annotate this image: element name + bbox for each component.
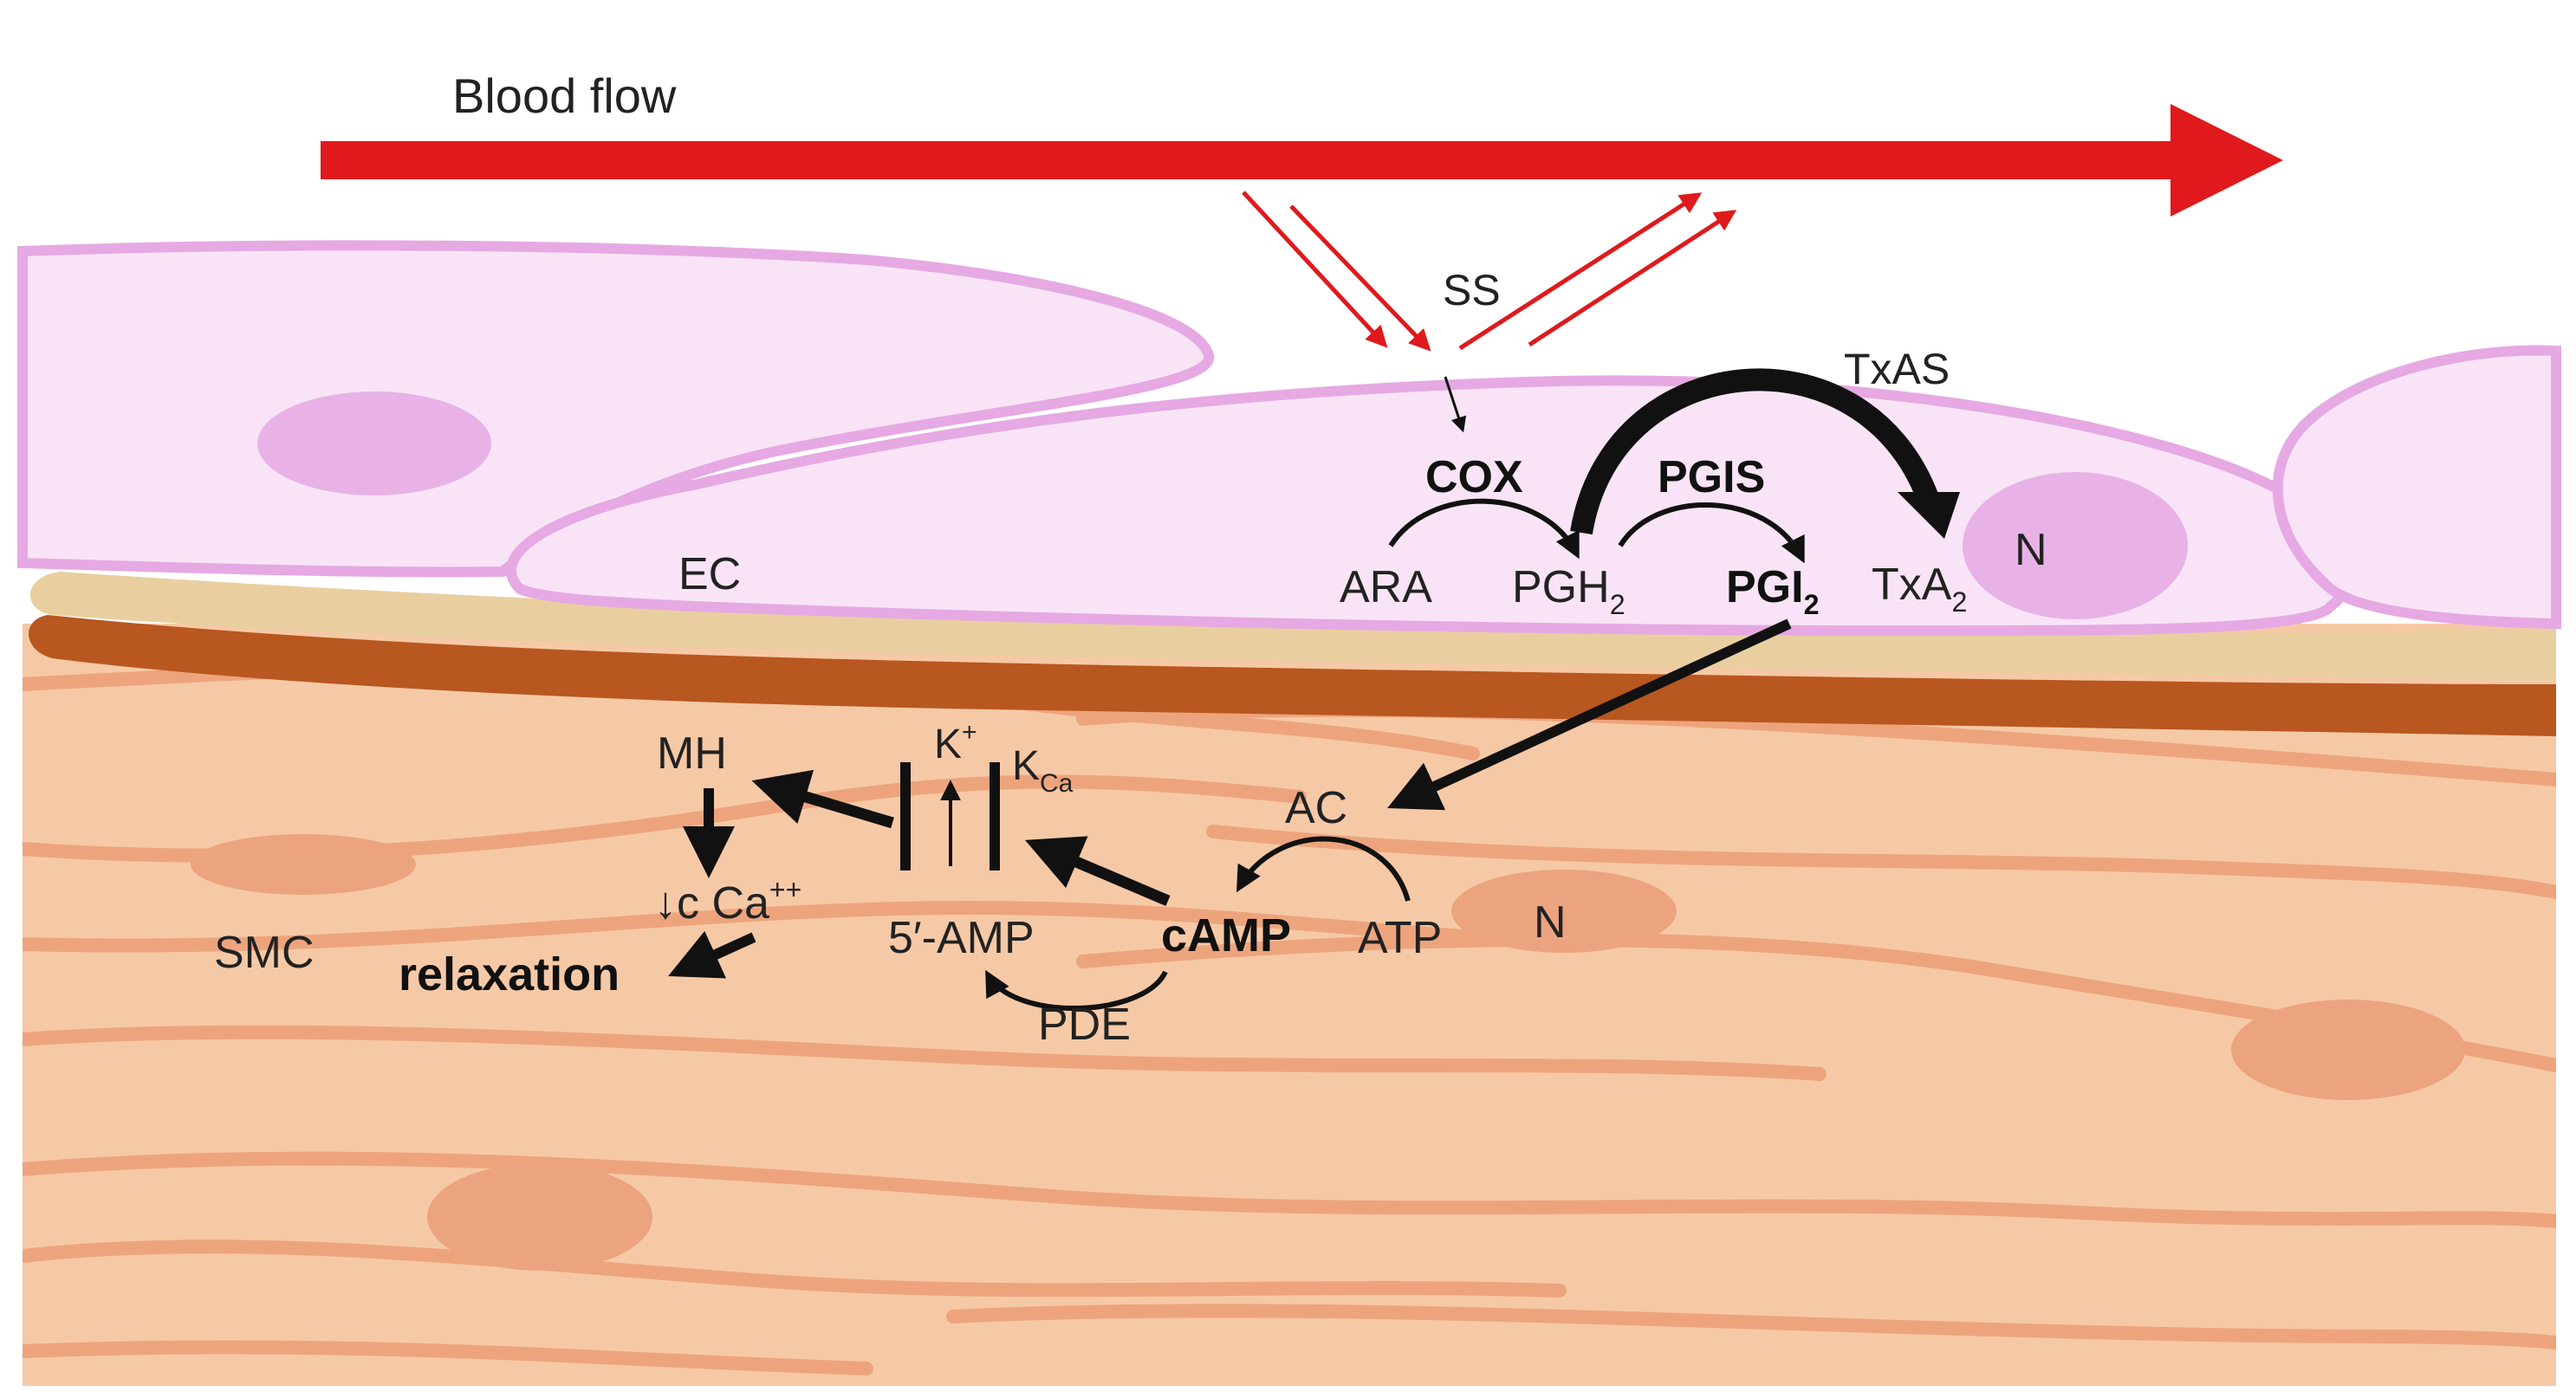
ac-label: AC — [1285, 783, 1347, 833]
blood-flow-label: Blood flow — [452, 68, 677, 123]
txas-arrow-head — [1898, 492, 1960, 539]
pgis-label: PGIS — [1658, 452, 1765, 502]
camp-label: cAMP — [1161, 909, 1291, 961]
pgis-arrow — [1618, 502, 1805, 564]
pde-arrow — [985, 969, 1168, 1012]
relaxation-label: relaxation — [399, 948, 620, 1000]
ca-label: ↓c Ca++ — [654, 874, 801, 929]
ec-label: EC — [678, 549, 741, 599]
ara-label: ARA — [1340, 562, 1432, 612]
elastic-lamina — [29, 615, 2557, 736]
kca-to-mh-arrow — [751, 769, 894, 829]
ec-nucleus-label: N — [2015, 525, 2047, 575]
smc-nucleus — [191, 834, 416, 895]
blood-flow-arrow-shaft — [321, 141, 2175, 179]
camp-to-kca-arrow — [1025, 836, 1171, 906]
txa2-label: TxA2 — [1872, 560, 1967, 618]
five-amp-label: 5′-AMP — [888, 913, 1035, 963]
blood-flow-arrow-head — [2170, 104, 2283, 217]
cox-label: COX — [1425, 452, 1523, 502]
smc-nucleus — [1451, 870, 1677, 953]
mh-label: MH — [657, 728, 727, 779]
k-ion-label: K+ — [934, 718, 977, 767]
txas-arrow — [1570, 368, 1939, 535]
ec-nucleus — [257, 392, 491, 495]
pgi2-label: PGI2 — [1726, 562, 1820, 620]
cox-arrow — [1388, 498, 1580, 560]
ss-label: SS — [1443, 266, 1501, 314]
endothelial-cell — [2272, 345, 2561, 630]
smc-nucleus-label: N — [1534, 897, 1567, 948]
smc-nucleus — [2231, 1000, 2465, 1100]
pgh2-label: PGH2 — [1512, 562, 1625, 620]
smc-label: SMC — [214, 928, 315, 978]
txas-label: TxAS — [1844, 345, 1950, 393]
pde-label: PDE — [1038, 1000, 1131, 1050]
endothelial-cell — [17, 240, 1215, 578]
shear-stress-arrows — [1242, 191, 1737, 352]
ec-nucleus — [1963, 472, 2188, 619]
kca-label: KCa — [1012, 743, 1074, 798]
pgi2-to-ac-arrow — [1387, 618, 1792, 811]
ac-arrow — [1236, 836, 1411, 902]
smc-nucleus — [427, 1163, 652, 1271]
atp-label: ATP — [1358, 913, 1442, 963]
ca-to-relaxation-arrow — [668, 930, 756, 979]
ss-to-cox-arrow — [1444, 376, 1467, 433]
